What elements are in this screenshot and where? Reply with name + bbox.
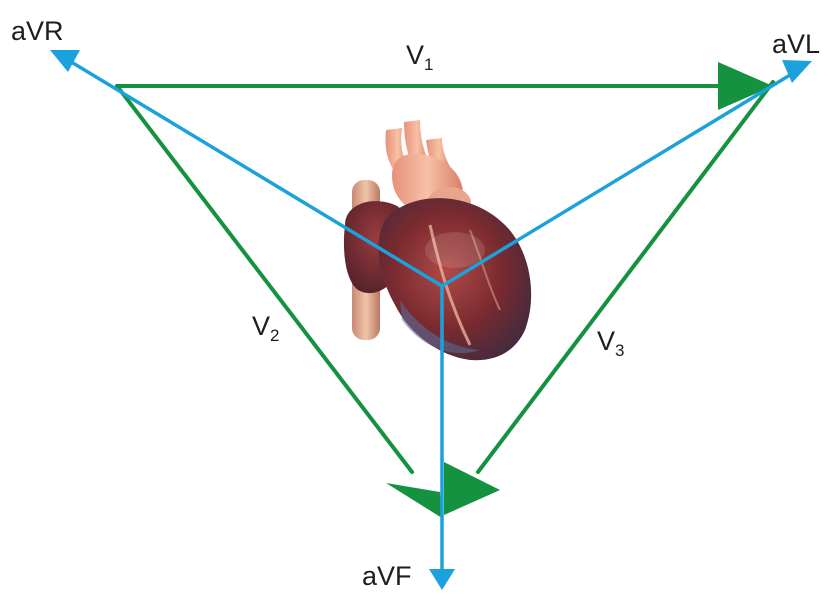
lead-letter: V <box>252 311 270 341</box>
lead-label-avl: aVL <box>772 31 820 58</box>
lead-index: 2 <box>270 326 279 345</box>
lead-avr-arrowhead <box>50 50 80 72</box>
lead-index: 1 <box>424 55 433 74</box>
lead-letter: V <box>597 326 615 356</box>
lead-letter: V <box>406 40 424 70</box>
heart-highlight <box>425 232 485 268</box>
lead-label-v3: V3 <box>597 328 624 355</box>
lead-avl-line <box>442 72 795 286</box>
lead-label-v1: V1 <box>406 42 433 69</box>
heart-illustration <box>344 120 531 360</box>
lead-v3-arrowhead <box>444 462 500 515</box>
lead-v2-arrowhead <box>386 483 442 518</box>
lead-label-avr: aVR <box>11 18 64 45</box>
lead-avr-line <box>68 60 442 286</box>
lead-label-avf: aVF <box>362 563 412 590</box>
lead-label-v2: V2 <box>252 313 279 340</box>
lead-index: 3 <box>615 341 624 360</box>
lead-avl-arrowhead <box>782 60 812 83</box>
lead-avf-arrowhead <box>429 569 455 590</box>
